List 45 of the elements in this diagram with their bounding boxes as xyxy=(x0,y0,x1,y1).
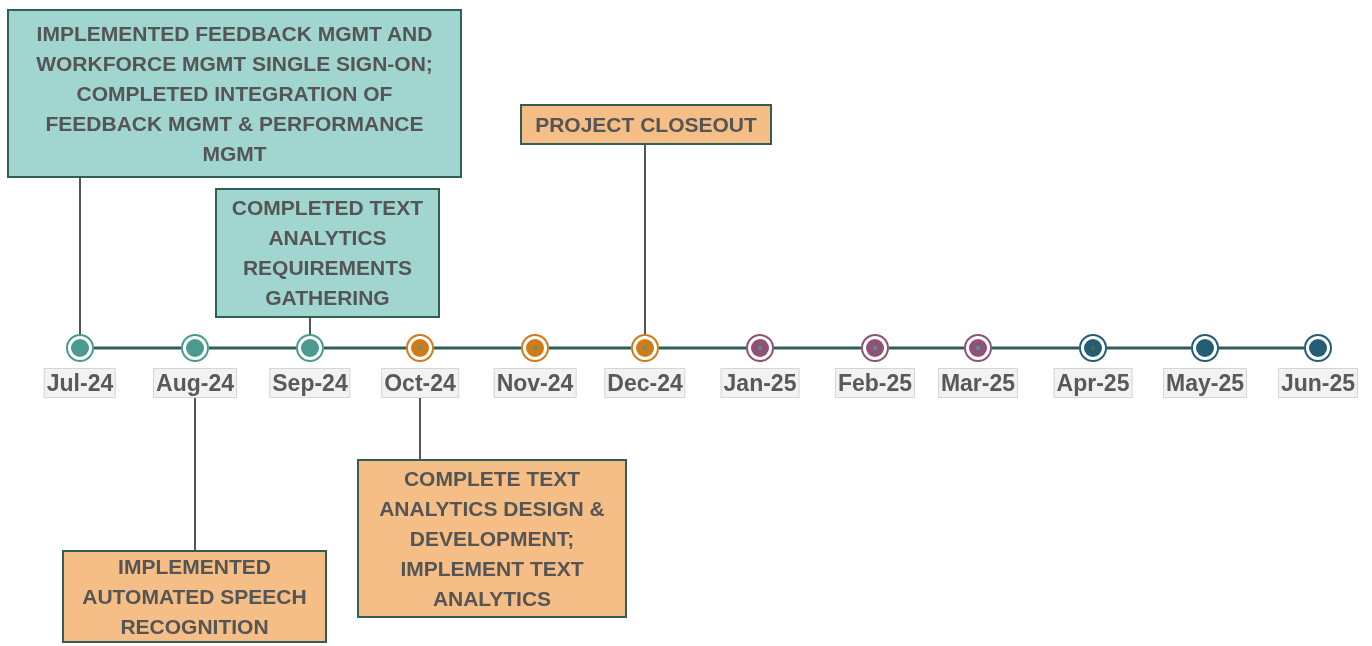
callout-box: IMPLEMENTED AUTOMATED SPEECH RECOGNITION xyxy=(62,550,327,643)
timeline-segment xyxy=(549,346,631,350)
callout-box: IMPLEMENTED FEEDBACK MGMT AND WORKFORCE MGMT SINGLE SIGN-ON; COMPLETED INTEGRATION OF FEEDBACK MGMT & PERFORMANCE MGMT xyxy=(7,9,462,178)
date-label: Aug-24 xyxy=(153,368,237,398)
timeline-segment xyxy=(889,346,964,350)
date-label: Oct-24 xyxy=(381,368,459,398)
date-label: Dec-24 xyxy=(604,368,686,398)
timeline-marker xyxy=(296,334,324,362)
timeline-marker xyxy=(746,334,774,362)
timeline-segment xyxy=(94,346,181,350)
timeline-segment xyxy=(1107,346,1191,350)
leader-line xyxy=(194,397,196,551)
timeline-marker xyxy=(1079,334,1107,362)
date-label: Sep-24 xyxy=(269,368,351,398)
timeline-marker xyxy=(964,334,992,362)
date-label: May-25 xyxy=(1163,368,1247,398)
date-label: Jul-24 xyxy=(43,368,117,398)
timeline-marker xyxy=(861,334,889,362)
callout-box: PROJECT CLOSEOUT xyxy=(520,104,772,145)
timeline-segment xyxy=(774,346,861,350)
timeline-segment xyxy=(1219,346,1304,350)
date-label: Mar-25 xyxy=(937,368,1019,398)
timeline-marker xyxy=(181,334,209,362)
callout-box: COMPLETE TEXT ANALYTICS DESIGN & DEVELOPMENT; IMPLEMENT TEXT ANALYTICS xyxy=(357,459,627,618)
leader-line xyxy=(419,397,421,460)
timeline-marker xyxy=(1191,334,1219,362)
date-label: Feb-25 xyxy=(834,368,916,398)
leader-line xyxy=(309,317,311,335)
date-label: Apr-25 xyxy=(1053,368,1133,398)
timeline-segment xyxy=(324,346,406,350)
timeline-segment xyxy=(659,346,746,350)
timeline-segment xyxy=(434,346,521,350)
leader-line xyxy=(644,144,646,335)
timeline-marker xyxy=(631,334,659,362)
date-label: Jan-25 xyxy=(720,368,800,398)
timeline-marker xyxy=(521,334,549,362)
date-label: Nov-24 xyxy=(493,368,577,398)
timeline-marker xyxy=(406,334,434,362)
date-label: Jun-25 xyxy=(1277,368,1359,398)
timeline-marker xyxy=(1304,334,1332,362)
timeline-segment xyxy=(209,346,296,350)
timeline-marker xyxy=(66,334,94,362)
callout-box: COMPLETED TEXT ANALYTICS REQUIREMENTS GATHERING xyxy=(215,188,440,318)
timeline-segment xyxy=(992,346,1079,350)
leader-line xyxy=(79,177,81,335)
